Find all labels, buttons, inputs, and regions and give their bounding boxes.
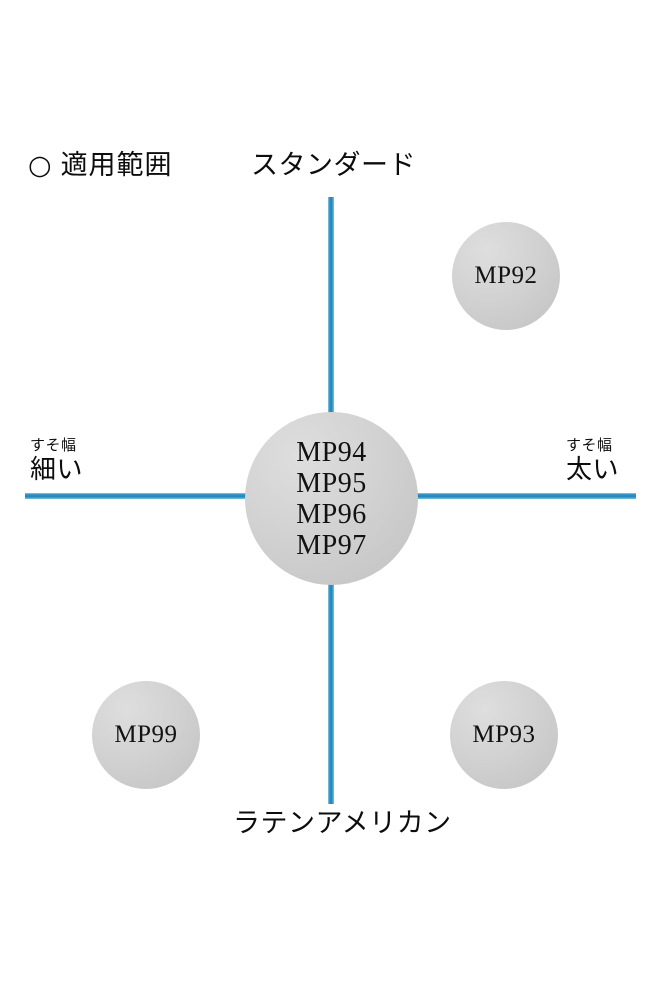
page-title-text: 適用範囲 (60, 150, 173, 181)
bubble-bottom-left[interactable]: MP99 (92, 681, 200, 789)
axis-label-left-big: 細い (30, 455, 84, 485)
axis-label-left: すそ幅 細い (30, 436, 83, 486)
page-title: ○適用範囲 (28, 150, 173, 182)
circle-outline-icon: ○ (28, 150, 53, 181)
bubble-top-right[interactable]: MP92 (452, 222, 560, 330)
axis-label-right-big: 太い (566, 455, 620, 485)
axis-label-bottom: ラテンアメリカン (233, 808, 452, 839)
bubble-bottom-right[interactable]: MP93 (450, 681, 558, 789)
axis-label-left-small: すそ幅 (30, 436, 77, 454)
bubble-bottom-left-label: MP99 (114, 721, 178, 749)
axis-label-right: すそ幅 太い (566, 436, 619, 486)
axis-label-top: スタンダード (251, 150, 416, 181)
bubble-top-right-label: MP92 (474, 262, 538, 290)
bubble-bottom-right-label: MP93 (472, 721, 536, 749)
axis-label-right-small: すそ幅 (566, 436, 613, 454)
